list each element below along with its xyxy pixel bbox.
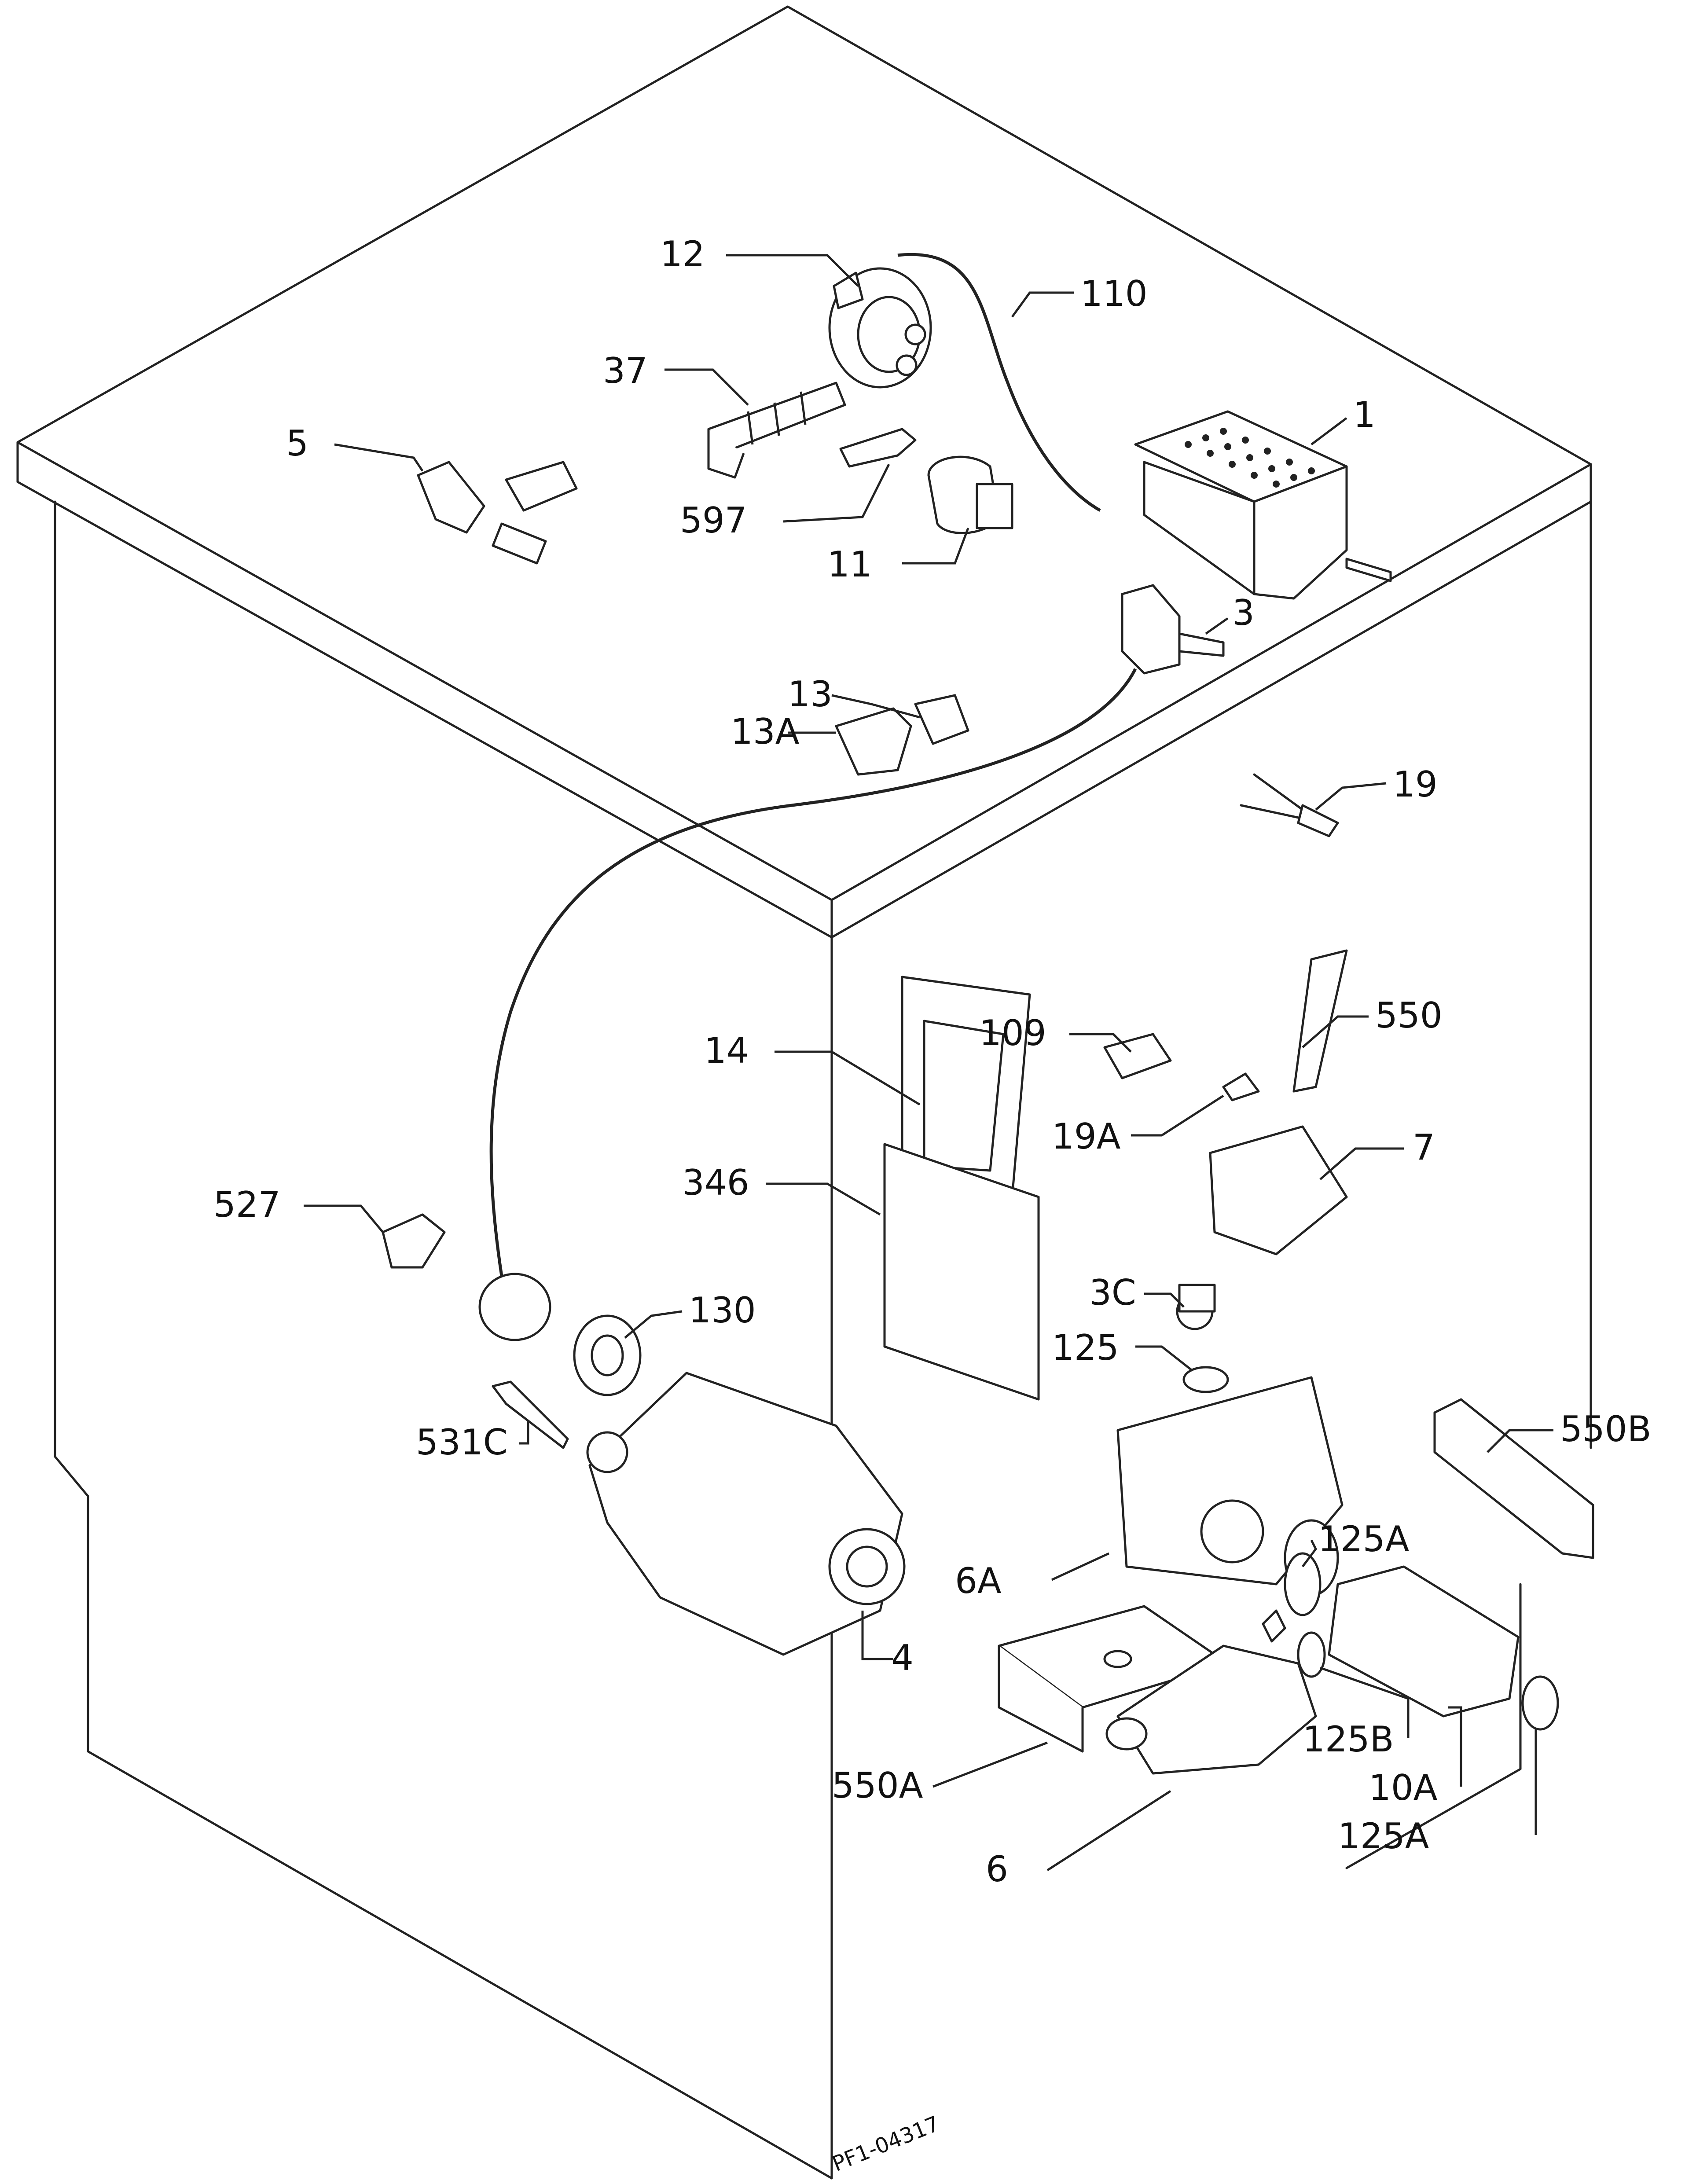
latch-icon xyxy=(1433,1398,1594,1559)
pressostat-bracket-icon xyxy=(707,382,846,479)
callout-19: 19 xyxy=(1393,764,1438,805)
callout-10a: 10A xyxy=(1369,1767,1438,1808)
callout-4: 4 xyxy=(891,1637,914,1678)
callout-6: 6 xyxy=(986,1849,1008,1890)
callout-550: 550 xyxy=(1375,995,1443,1036)
pump-housing-icon xyxy=(1116,1376,1344,1597)
callout-125b: 125B xyxy=(1303,1719,1394,1760)
callout-3c: 3C xyxy=(1089,1272,1136,1313)
motor-icon xyxy=(586,1372,906,1656)
door-lock-icon xyxy=(1103,949,1348,1255)
door-switch-icon xyxy=(1121,584,1225,675)
inlet-valve-icon xyxy=(417,461,578,565)
pressure-sensor-icon xyxy=(1176,1284,1229,1393)
callout-550a: 550A xyxy=(832,1765,923,1806)
callout-19a: 19A xyxy=(1052,1116,1121,1157)
callout-13: 13 xyxy=(788,674,833,715)
dispenser-drawer-icon xyxy=(901,976,1031,1203)
callout-12: 12 xyxy=(660,234,705,275)
timer-module-icon xyxy=(1134,410,1392,600)
drain-pump-icon xyxy=(1105,1609,1317,1775)
callout-346: 346 xyxy=(682,1162,749,1203)
bracket-clip-icon xyxy=(839,428,917,468)
callout-125: 125 xyxy=(1052,1327,1119,1368)
tray-icon xyxy=(998,1605,1229,1753)
callout-37: 37 xyxy=(603,350,648,391)
clip-icon xyxy=(382,1213,446,1269)
drain-filter-icon xyxy=(1284,1552,1559,1731)
callout-11: 11 xyxy=(827,544,872,585)
callout-527: 527 xyxy=(213,1184,281,1225)
callout-7: 7 xyxy=(1413,1127,1435,1168)
callout-110: 110 xyxy=(1080,273,1148,314)
callout-125a-lower: 125A xyxy=(1338,1816,1429,1857)
callout-6a: 6A xyxy=(955,1560,1002,1601)
callout-109: 109 xyxy=(979,1013,1046,1053)
motor-grommet-icon xyxy=(573,1314,642,1396)
callout-3: 3 xyxy=(1232,592,1255,633)
callout-5: 5 xyxy=(286,423,308,464)
heater-thermostat-icon xyxy=(1240,773,1339,837)
callout-125a: 125A xyxy=(1318,1519,1410,1560)
callout-1: 1 xyxy=(1353,394,1376,435)
suppressor-capacitor-icon xyxy=(927,455,1013,534)
screw-icon xyxy=(492,1380,569,1449)
pressure-switch-icon xyxy=(828,267,932,389)
callout-597: 597 xyxy=(680,500,747,541)
connectors-icon xyxy=(835,694,969,776)
callout-531c: 531C xyxy=(416,1422,508,1463)
callout-130: 130 xyxy=(689,1290,756,1331)
hose-icon xyxy=(897,253,1101,512)
cable-icon xyxy=(489,668,1137,1277)
cable-grommet-icon xyxy=(478,1273,551,1341)
callout-13a: 13A xyxy=(731,711,800,752)
tank-case-icon xyxy=(883,1143,1040,1401)
callout-labels: 1 3 3C 4 5 6 6A 7 10A 11 12 13 13A 14 19… xyxy=(213,234,1652,2177)
leader-lines xyxy=(304,254,1553,1872)
callout-550b: 550B xyxy=(1560,1409,1652,1450)
callout-14: 14 xyxy=(704,1030,749,1071)
reference-code: PF1-04317 xyxy=(829,2111,943,2177)
